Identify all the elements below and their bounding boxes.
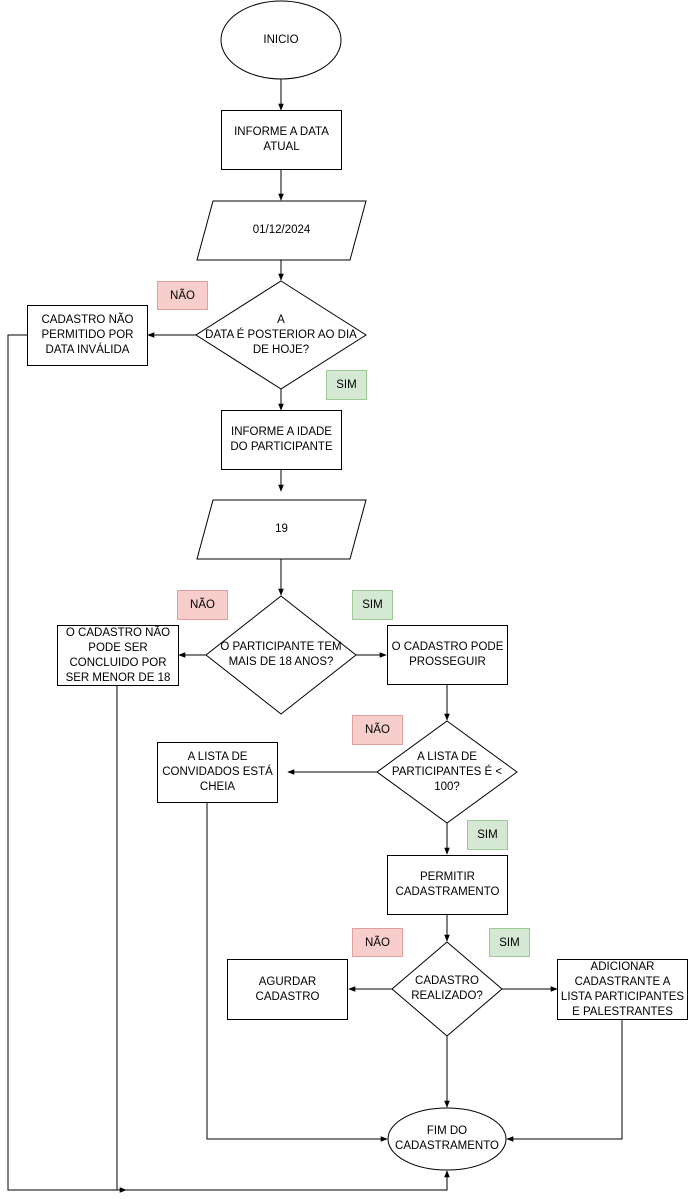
wait-process: AGURDAR CADASTRO xyxy=(227,959,348,1020)
age-input-shape xyxy=(196,499,367,560)
age-denied-process: O CADASTRO NÃO PODE SER CONCLUIDO POR SE… xyxy=(57,625,179,686)
allow-process: PERMITIR CADASTRAMENTO xyxy=(387,855,508,915)
edge-age-denied-to-bottom xyxy=(116,686,127,1193)
list-check-decision: A LISTA DE PARTICIPANTES É < 100? xyxy=(391,750,503,793)
end-terminal: FIM DO CADASTRAMENTO xyxy=(395,1125,499,1152)
list-no-badge: NÃO xyxy=(352,715,403,745)
done-check-decision: CADASTRO REALIZADO? xyxy=(411,975,483,1002)
proceed-process: O CADASTRO PODE PROSSEGUIR xyxy=(387,625,508,685)
date-input-data: 01/12/2024 xyxy=(252,224,311,236)
list-yes-badge: SIM xyxy=(467,820,508,850)
ask-age-process: INFORME A IDADE DO PARTICIPANTE xyxy=(221,410,342,470)
edge-list-full-to-end xyxy=(206,803,388,1142)
add-participant-process: ADICIONAR CADASTRANTE A LISTA PARTICIPAN… xyxy=(557,959,688,1020)
age-check-decision-shape xyxy=(205,595,357,715)
age-check-decision: O PARTICIPANTE TEM MAIS DE 18 ANOS? xyxy=(220,641,342,668)
done-no-badge: NÃO xyxy=(352,928,403,957)
done-yes-badge: SIM xyxy=(489,928,530,957)
list-full-process: A LISTA DE CONVIDADOS ESTÁ CHEIA xyxy=(157,742,278,803)
date-invalid-process: CADASTRO NÃO PERMITIDO POR DATA INVÁLIDA xyxy=(27,305,148,366)
end-terminal-shape xyxy=(387,1107,507,1171)
edge-add-to-end xyxy=(506,1020,623,1142)
age-no-badge: NÃO xyxy=(177,590,228,620)
date-input-shape xyxy=(196,200,367,261)
date-no-badge: NÃO xyxy=(157,281,208,310)
date-yes-badge: SIM xyxy=(326,370,367,400)
ask-date-process: INFORME A DATA ATUAL xyxy=(221,110,342,170)
age-yes-badge: SIM xyxy=(352,590,393,620)
edge-date-invalid-to-end xyxy=(7,334,450,1191)
age-input-data: 19 xyxy=(275,523,288,535)
start-terminal: INICIO xyxy=(263,33,299,46)
date-check-decision: A DATA É POSTERIOR AO DIA DE HOJE? xyxy=(205,313,357,356)
